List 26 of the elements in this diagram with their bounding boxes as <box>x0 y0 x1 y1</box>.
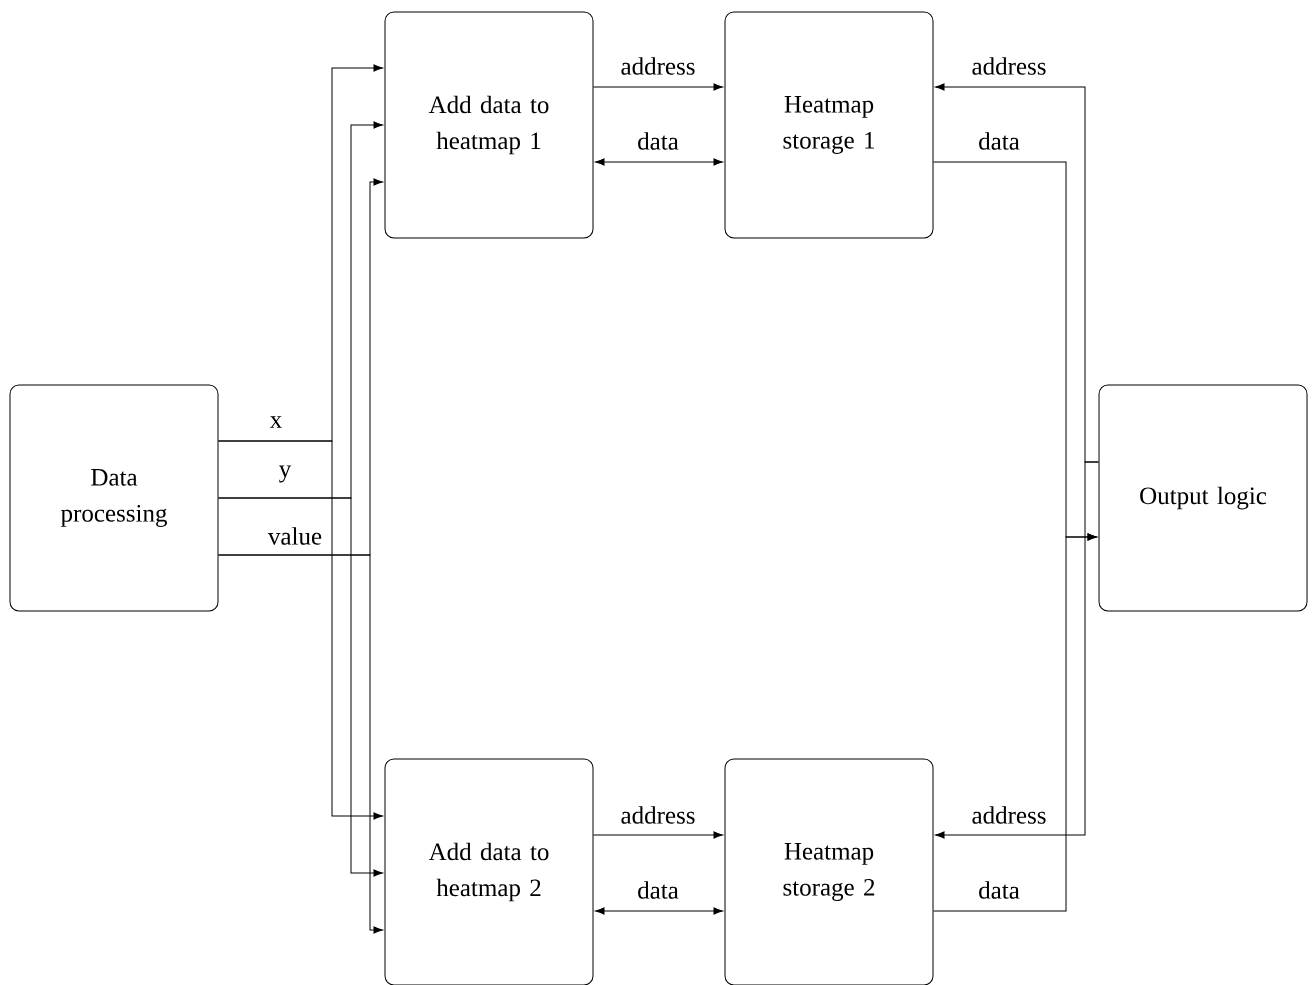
edge-label: data <box>638 881 679 899</box>
process-box: Heatmap storage 1 <box>724 11 934 239</box>
arrow <box>218 554 383 934</box>
edge-label: y <box>279 465 292 483</box>
edge-label: data <box>638 132 679 150</box>
edge-label: address <box>972 57 1046 75</box>
process-box: Output logic <box>1098 384 1308 612</box>
process-box: Add data to heatmap 2 <box>384 758 594 985</box>
edge-label: value <box>267 527 322 545</box>
arrow <box>593 831 723 839</box>
edge-label: x <box>269 416 282 428</box>
edge-label: address <box>621 57 695 75</box>
process-box: Heatmap storage 2 <box>724 758 934 985</box>
edge-label: address <box>621 806 695 824</box>
arrow <box>595 158 723 166</box>
arrow <box>218 440 383 820</box>
process-box: Add data to heatmap 1 <box>384 11 594 239</box>
edge-label: data <box>979 881 1020 899</box>
arrow <box>935 461 1099 839</box>
arrow <box>595 907 723 915</box>
arrow <box>933 533 1097 912</box>
edge-label: data <box>979 132 1020 150</box>
edge-label: address <box>972 806 1046 824</box>
arrow <box>218 497 383 877</box>
arrow <box>593 83 723 91</box>
process-box: Data processing <box>9 384 219 612</box>
